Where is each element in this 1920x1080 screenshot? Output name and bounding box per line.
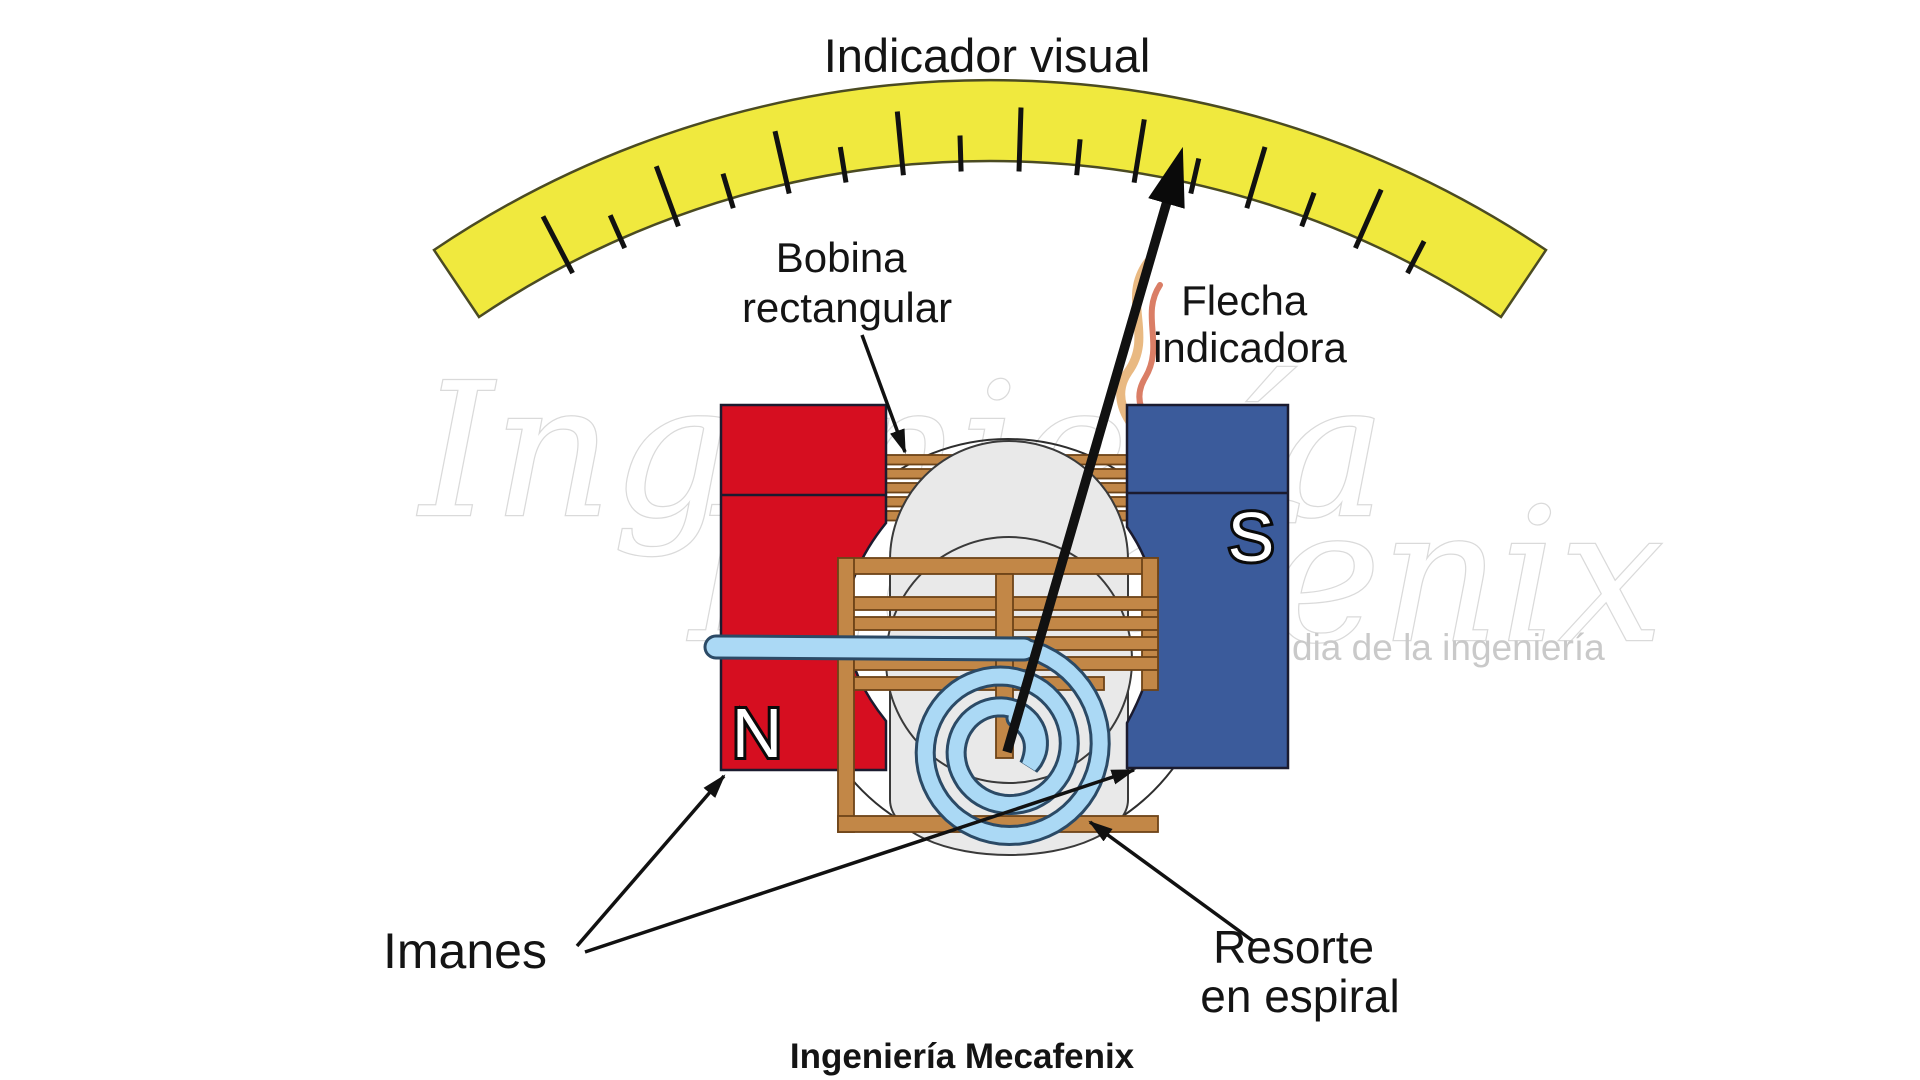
arrow-to-north-magnet	[575, 774, 726, 948]
labels: Indicador visual Bobina rectangular Flec…	[383, 29, 1400, 1076]
title-indicador-visual: Indicador visual	[824, 29, 1151, 82]
scale-tick	[1353, 188, 1384, 250]
spiral-spring	[703, 634, 1111, 847]
callout-arrows	[575, 334, 1255, 954]
brand-caption: Ingeniería Mecafenix	[790, 1037, 1135, 1076]
scale-tick	[1299, 191, 1317, 228]
coil-frame-left	[837, 557, 855, 833]
scale-tick	[1244, 146, 1268, 209]
spring-spiral	[917, 640, 1108, 844]
scale-tick	[837, 146, 849, 183]
scale-tick	[894, 111, 906, 176]
label-flecha-line1: Flecha	[1181, 277, 1308, 324]
scale-tick	[720, 172, 736, 209]
scale-band	[432, 78, 1548, 319]
scale-tick	[957, 135, 964, 172]
label-bobina: Bobina rectangular	[742, 234, 952, 331]
arrow-to-coil	[860, 334, 907, 454]
indicator-needle	[1002, 146, 1185, 754]
label-imanes: Imanes	[383, 923, 547, 979]
scale-tick	[1074, 139, 1083, 176]
scale-tick	[1405, 240, 1427, 275]
scale-tick	[1131, 119, 1147, 183]
label-flecha-line2: indicadora	[1153, 324, 1347, 371]
scale-tick	[1188, 157, 1202, 195]
label-bobina-line2: rectangular	[742, 284, 952, 331]
arrow-to-south-magnet	[584, 768, 1136, 954]
label-bobina-line1: Bobina	[776, 234, 907, 281]
label-resorte: Resorte en espiral	[1200, 921, 1399, 1022]
indicator-scale	[432, 78, 1548, 319]
pole-label-s: S	[1228, 498, 1275, 576]
scale-tick	[1016, 107, 1024, 172]
coil-frame-top	[837, 557, 1159, 575]
label-resorte-line1: Resorte	[1213, 921, 1374, 973]
scale-tick	[772, 130, 792, 195]
scale-tick	[607, 214, 627, 250]
watermark-tagline: dia de la ingeniería	[1292, 627, 1605, 668]
pole-label-n: N	[732, 694, 783, 772]
label-resorte-line2: en espiral	[1200, 970, 1399, 1022]
arrow-to-spring	[1088, 820, 1255, 943]
scale-tick	[540, 215, 575, 275]
scale-tick	[653, 165, 681, 228]
spring-band	[706, 637, 1034, 659]
scale-ticks	[540, 107, 1427, 275]
label-flecha: Flecha indicadora	[1153, 277, 1347, 371]
